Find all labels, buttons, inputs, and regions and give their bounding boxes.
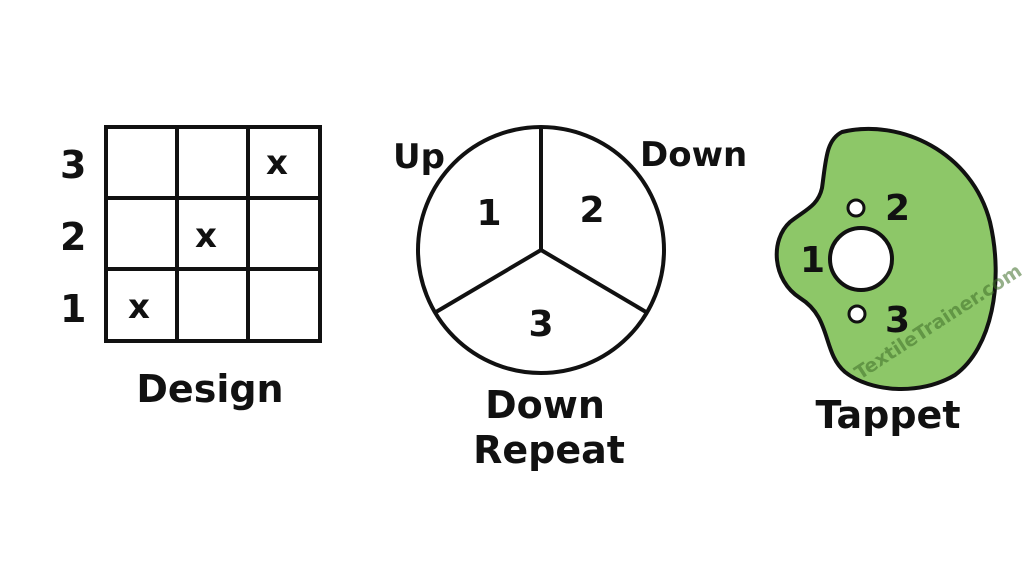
tappet-title: Tappet bbox=[815, 393, 960, 437]
repeat-title-line1: Down bbox=[485, 383, 605, 427]
sector-label-1: 1 bbox=[476, 193, 501, 234]
design-grid-border bbox=[104, 125, 322, 343]
row-label-3: 3 bbox=[60, 143, 86, 187]
tappet-shaft-hole bbox=[828, 226, 894, 292]
tappet-hole-2 bbox=[846, 198, 866, 218]
row-label-1: 1 bbox=[60, 287, 86, 331]
grid-mark: x bbox=[195, 216, 217, 256]
repeat-panel: 1 2 3 Up Down Down Repeat bbox=[393, 125, 747, 472]
sector-label-2: 2 bbox=[579, 190, 604, 231]
tappet-label-2: 2 bbox=[885, 188, 910, 229]
tappet-hole-3 bbox=[847, 304, 867, 324]
design-grid bbox=[104, 125, 322, 343]
tappet-label-3: 3 bbox=[885, 300, 910, 341]
design-title: Design bbox=[136, 367, 283, 411]
label-down: Down bbox=[640, 135, 747, 175]
grid-mark: x bbox=[266, 143, 288, 183]
repeat-title-line2: Repeat bbox=[473, 428, 625, 472]
tappet-label-1: 1 bbox=[800, 240, 825, 281]
tappet-panel: 1 2 3 TextileTrainer.com Tappet bbox=[774, 126, 1024, 437]
label-up: Up bbox=[393, 137, 445, 177]
sector-divider bbox=[434, 248, 543, 314]
row-label-2: 2 bbox=[60, 215, 86, 259]
sector-label-3: 3 bbox=[528, 304, 553, 345]
grid-mark: x bbox=[128, 287, 150, 327]
sector-divider bbox=[539, 248, 648, 314]
design-panel: 3 2 1 x x x Design bbox=[60, 125, 322, 411]
